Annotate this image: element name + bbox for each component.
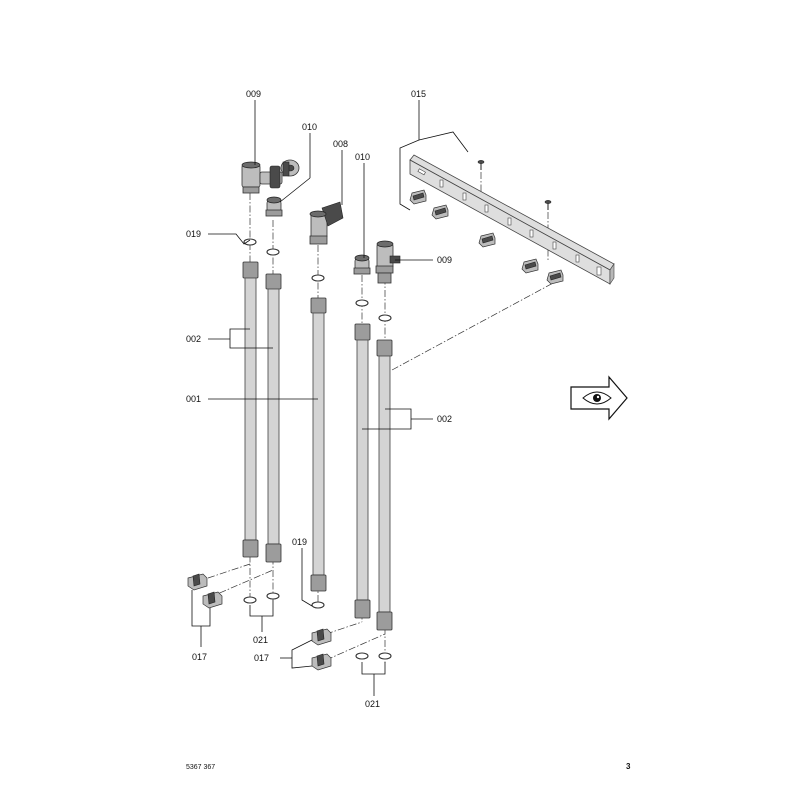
callout-labels: 009 010 008 010 015 009 019 002 001 002 …: [186, 89, 452, 709]
callout-001: 001: [186, 394, 201, 404]
screw-icon: [544, 200, 552, 210]
callout-015: 015: [411, 89, 426, 99]
valve-010-right: [353, 254, 371, 275]
eye-arrow-icon: [570, 375, 628, 421]
hose-002-b: [265, 273, 282, 563]
rail-clips: [409, 189, 564, 285]
callout-017-left: 017: [192, 652, 207, 662]
callout-017-right: 017: [254, 653, 269, 663]
callout-009-left: 009: [246, 89, 261, 99]
mounting-rail: [409, 154, 615, 285]
hose-002-d: [376, 339, 393, 631]
hose-clips-right: [311, 628, 332, 671]
seal-rings-lower: [243, 592, 392, 660]
callout-021-right: 021: [365, 699, 380, 709]
seal-rings-upper: [243, 238, 392, 322]
valve-009-right: [375, 240, 401, 284]
hose-clips-left: [187, 573, 223, 609]
screw-icon: [477, 160, 485, 170]
callout-010-left: 010: [302, 122, 317, 132]
hose-002-c: [354, 323, 371, 619]
document-number: 5367 367: [186, 764, 215, 771]
callout-002-right: 002: [437, 414, 452, 424]
callout-008: 008: [333, 139, 348, 149]
hose-002-a: [242, 261, 259, 558]
callout-002-left: 002: [186, 334, 201, 344]
valve-010-left: [265, 196, 283, 217]
valve-009-left: [241, 159, 300, 194]
valve-008: [309, 201, 344, 245]
callout-019-lower: 019: [292, 537, 307, 547]
callout-010-right: 010: [355, 152, 370, 162]
leader-lines: [191, 100, 469, 696]
page-number: 3: [626, 762, 631, 771]
callout-019-upper: 019: [186, 229, 201, 239]
callout-021-left: 021: [253, 635, 268, 645]
hose-001: [310, 297, 327, 592]
callout-009-right: 009: [437, 255, 452, 265]
